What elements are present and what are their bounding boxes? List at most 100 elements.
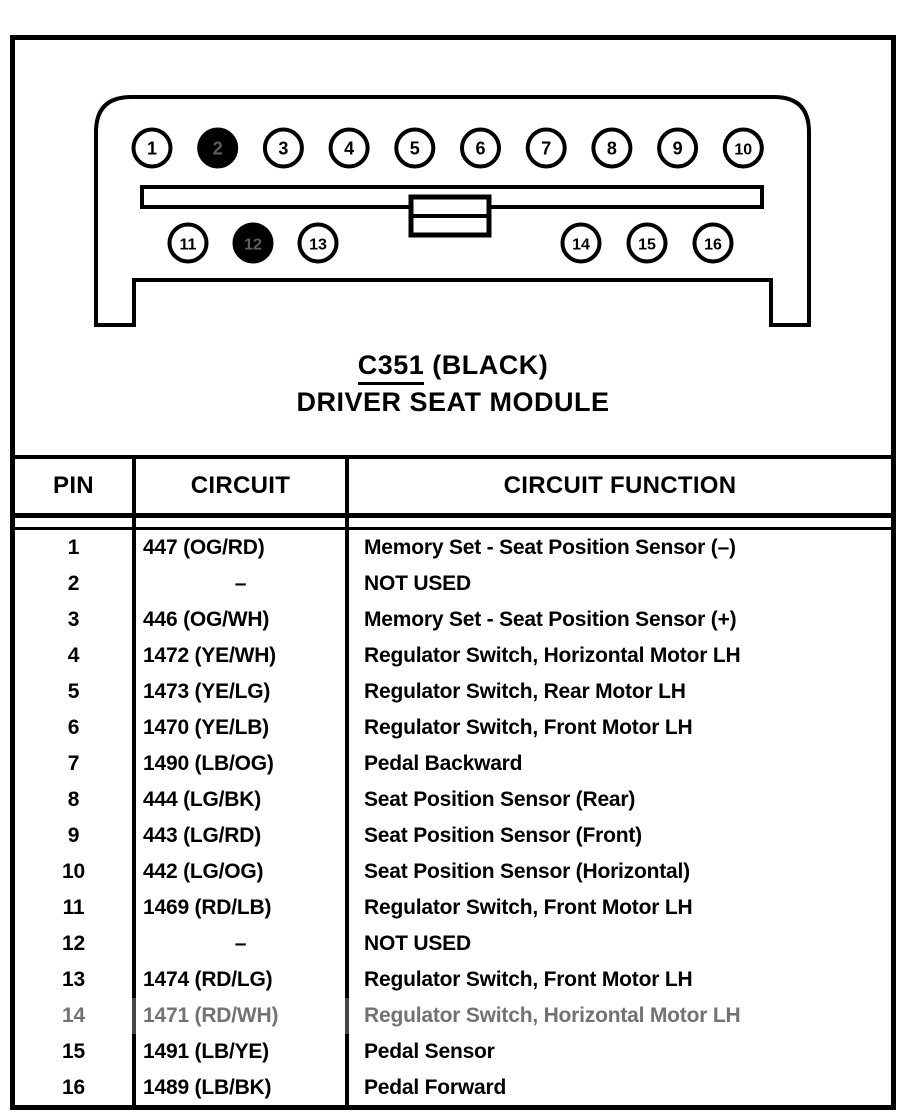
circuit-function-cell: Pedal Sensor [345, 1034, 891, 1070]
circuit-function-cell: Memory Set - Seat Position Sensor (+) [345, 602, 891, 638]
table-row: 15 1491 (LB/YE)Pedal Sensor [15, 1034, 891, 1070]
circuit-cell: 1470 (YE/LB) [132, 710, 345, 746]
circuit-cell: 1474 (RD/LG) [132, 962, 345, 998]
pin-3-label: 3 [278, 139, 288, 159]
header-double-rule [15, 518, 891, 530]
pin-cell: 6 [67, 716, 80, 739]
pin-16-label: 16 [704, 237, 722, 254]
pin-cell: 7 [67, 752, 80, 775]
pin-15-label: 15 [638, 237, 656, 254]
table-body: 1 447 (OG/RD)Memory Set - Seat Position S… [15, 530, 891, 1106]
circuit-cell: 1469 (RD/LB) [132, 890, 345, 926]
connector-title-line1: C351 (BLACK) [0, 350, 906, 385]
connector-color-note: (BLACK) [432, 350, 549, 380]
pin-cell: 16 [62, 1076, 85, 1099]
pin-6-circle: 6 [460, 127, 501, 169]
circuit-function-cell: NOT USED [345, 566, 891, 602]
circuit-function-cell: Regulator Switch, Front Motor LH [345, 890, 891, 926]
pin-cell: 15 [62, 1040, 85, 1063]
header-circuit: CIRCUIT [132, 459, 345, 513]
circuit-cell: – [132, 566, 345, 602]
pin-3-circle: 3 [262, 127, 304, 169]
table-row: 6 1470 (YE/LB)Regulator Switch, Front Mot… [15, 710, 891, 746]
circuit-function-cell: Seat Position Sensor (Horizontal) [345, 854, 891, 890]
table-row: 10 442 (LG/OG)Seat Position Sensor (Horiz… [15, 854, 891, 890]
circuit-function-cell: Regulator Switch, Front Motor LH [345, 962, 891, 998]
table-row: 3 446 (OG/WH)Memory Set - Seat Position S… [15, 602, 891, 638]
pin-11-circle: 11 [167, 222, 209, 264]
table-row: 1 447 (OG/RD)Memory Set - Seat Position S… [15, 530, 891, 566]
circuit-function-cell: NOT USED [345, 926, 891, 962]
section-divider [10, 455, 896, 459]
pin-cell: 2 [67, 572, 80, 595]
circuit-cell: 1491 (LB/YE) [132, 1034, 345, 1070]
circuit-cell: 1472 (YE/WH) [132, 638, 345, 674]
pin-cell: 5 [67, 680, 80, 703]
table-row: 16 1489 (LB/BK)Pedal Forward [15, 1070, 891, 1106]
circuit-cell: – [132, 926, 345, 962]
pin-2-circle: 2 [197, 127, 239, 169]
circuit-function-cell: Pedal Forward [345, 1070, 891, 1106]
connector-name: DRIVER SEAT MODULE [296, 387, 610, 417]
pin-12-circle: 12 [232, 222, 274, 264]
pin-cell: 3 [67, 608, 80, 631]
circuit-cell: 447 (OG/RD) [132, 530, 345, 566]
pin-10-circle: 10 [722, 127, 764, 169]
table-row: 4 1472 (YE/WH)Regulator Switch, Horizonta… [15, 638, 891, 674]
pin-13-circle: 13 [297, 222, 339, 264]
circuit-function-cell: Regulator Switch, Rear Motor LH [345, 674, 891, 710]
pin-4-circle: 4 [328, 127, 370, 169]
pin-cell: 10 [62, 860, 85, 883]
pin-13-label: 13 [309, 237, 327, 254]
circuit-function-cell: Regulator Switch, Front Motor LH [345, 710, 891, 746]
pin-16-circle: 16 [692, 222, 734, 264]
pin-5-label: 5 [410, 139, 420, 159]
pin-12-label: 12 [244, 237, 262, 254]
connector-code: C351 [357, 350, 425, 385]
table-row: 2 –NOT USED [15, 566, 891, 602]
header-circuit-function: CIRCUIT FUNCTION [345, 459, 891, 513]
pin-6-label: 6 [475, 139, 485, 159]
connector-title: C351 (BLACK) DRIVER SEAT MODULE [0, 350, 906, 417]
pin-4-label: 4 [344, 139, 354, 159]
circuit-cell: 442 (LG/OG) [132, 854, 345, 890]
pin-14-label: 14 [572, 237, 590, 254]
circuit-function-cell: Regulator Switch, Horizontal Motor LH [345, 638, 891, 674]
circuit-function-cell: Seat Position Sensor (Rear) [345, 782, 891, 818]
pin-1-circle: 1 [131, 127, 173, 169]
circuit-cell: 1490 (LB/OG) [132, 746, 345, 782]
pin-cell: 11 [62, 896, 85, 919]
pin-9-circle: 9 [657, 127, 699, 169]
pin-5-circle: 5 [394, 127, 436, 169]
pin-cell: 9 [67, 824, 80, 847]
circuit-cell: 444 (LG/BK) [132, 782, 345, 818]
pin-cell: 14 [62, 1004, 85, 1027]
connector-latch [408, 194, 492, 238]
table-row: 11 1469 (RD/LB)Regulator Switch, Front Mo… [15, 890, 891, 926]
circuit-function-cell: Memory Set - Seat Position Sensor (–) [345, 530, 891, 566]
pin-11-label: 11 [180, 237, 197, 254]
circuit-cell: 443 (LG/RD) [132, 818, 345, 854]
pin-8-circle: 8 [591, 127, 633, 169]
pin-7-circle: 7 [525, 127, 567, 169]
pin-14-circle: 14 [560, 222, 602, 264]
pin-7-label: 7 [541, 139, 551, 159]
table-row: 12–NOT USED [15, 926, 891, 962]
circuit-cell: 1489 (LB/BK) [132, 1070, 345, 1106]
pin-15-circle: 15 [626, 222, 668, 264]
pin-8-label: 8 [607, 139, 617, 159]
pin-cell: 1 [67, 536, 80, 559]
pin-cell: 4 [67, 644, 80, 667]
pin-1-label: 1 [147, 139, 157, 159]
pin-2-label: 2 [213, 139, 223, 159]
pin-9-label: 9 [673, 139, 683, 159]
circuit-function-cell: Regulator Switch, Horizontal Motor LH [345, 998, 891, 1034]
table-header-row: PIN CIRCUIT CIRCUIT FUNCTION [15, 459, 891, 518]
header-pin: PIN [53, 472, 94, 499]
circuit-cell: 446 (OG/WH) [132, 602, 345, 638]
